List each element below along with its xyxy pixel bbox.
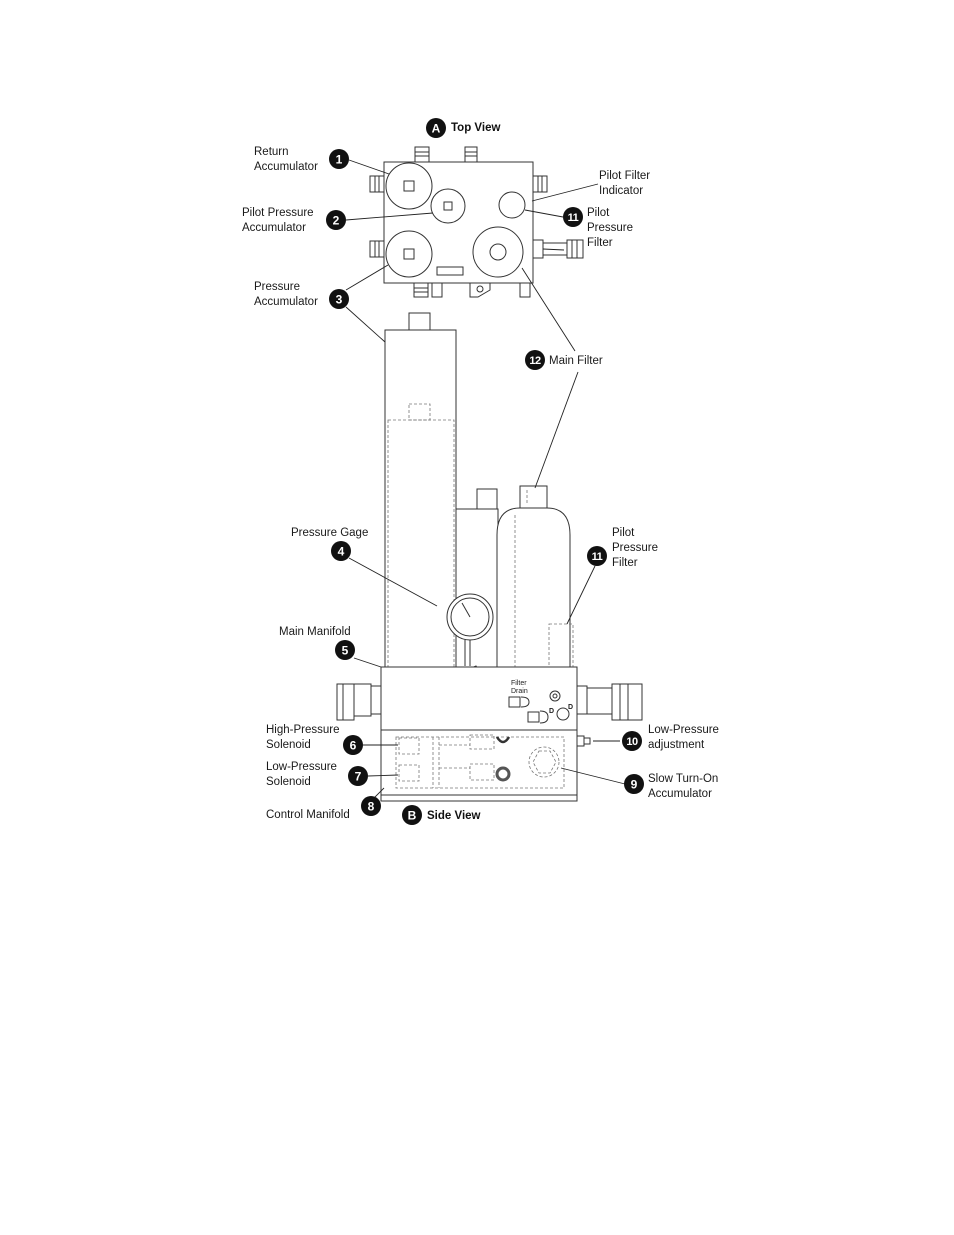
callout-7-line-2: Solenoid — [266, 776, 311, 788]
callout-1-line-2: Accumulator — [254, 161, 318, 173]
pilot-filter-indicator-line-1: Pilot Filter — [599, 170, 650, 182]
callout-3-line-2: Accumulator — [254, 296, 318, 308]
callout-10-number: 10 — [626, 736, 638, 748]
callout-4-number: 4 — [338, 545, 345, 559]
callout-7: 7 Low-Pressure Solenoid — [266, 761, 368, 788]
callout-8-number: 8 — [368, 800, 375, 814]
callout-4-line-1: Pressure Gage — [291, 527, 368, 539]
callout-9-line-2: Accumulator — [648, 788, 712, 800]
callout-6-line-2: Solenoid — [266, 739, 311, 751]
callout-7-line-1: Low-Pressure — [266, 761, 337, 773]
view-a-letter: A — [432, 122, 441, 136]
callout-12: 12 Main Filter — [525, 350, 603, 370]
drain-mark-1: D — [549, 708, 554, 715]
view-b-title: Side View — [427, 810, 481, 822]
callout-5-number: 5 — [342, 644, 349, 658]
side-view-header: B Side View — [402, 805, 481, 825]
callout-9-line-1: Slow Turn-On — [648, 773, 718, 785]
pilot-filter-indicator-line-2: Indicator — [599, 185, 643, 197]
callout-1-line-1: Return — [254, 146, 289, 158]
callout-7-number: 7 — [355, 770, 362, 784]
callout-8-line-1: Control Manifold — [266, 809, 350, 821]
callout-6: 6 High-Pressure Solenoid — [266, 724, 363, 755]
callout-6-line-1: High-Pressure — [266, 724, 340, 736]
callout-2-number: 2 — [333, 214, 340, 228]
callout-11-top-line-3: Filter — [587, 237, 613, 249]
callout-3-line-1: Pressure — [254, 281, 300, 293]
callout-10-line-2: adjustment — [648, 739, 705, 751]
callout-3-number: 3 — [336, 293, 343, 307]
view-a-title: Top View — [451, 122, 500, 134]
filter-drain-line-1: Filter — [511, 680, 527, 687]
callout-11-side: 11 Pilot Pressure Filter — [587, 527, 658, 569]
callout-11-side-line-1: Pilot — [612, 527, 635, 539]
callout-5: 5 Main Manifold — [279, 626, 355, 660]
callout-10-line-1: Low-Pressure — [648, 724, 719, 736]
top-view-header: A Top View — [426, 118, 500, 138]
callout-11-side-number: 11 — [592, 551, 603, 563]
view-b-letter: B — [408, 809, 417, 823]
callout-2: 2 Pilot Pressure Accumulator — [242, 207, 346, 234]
callout-10: 10 Low-Pressure adjustment — [622, 724, 719, 751]
callout-4: 4 Pressure Gage — [291, 527, 368, 561]
side-view-drawing: Filter Drain D D — [336, 312, 643, 802]
drain-mark-2: D — [568, 704, 573, 711]
callout-11-side-line-3: Filter — [612, 557, 638, 569]
callout-6-number: 6 — [350, 739, 357, 753]
leader-lines — [345, 159, 626, 801]
filter-drain-line-2: Drain — [511, 688, 528, 695]
callout-8: 8 Control Manifold — [266, 796, 381, 821]
callout-12-line-1: Main Filter — [549, 355, 603, 367]
callout-11-top-line-2: Pressure — [587, 222, 633, 234]
callout-2-line-1: Pilot Pressure — [242, 207, 314, 219]
callout-11-top: 11 Pilot Pressure Filter — [563, 207, 633, 249]
top-view-drawing — [369, 146, 584, 298]
callout-11-top-number: 11 — [568, 212, 579, 224]
callout-3: 3 Pressure Accumulator — [254, 281, 349, 309]
callout-11-side-line-2: Pressure — [612, 542, 658, 554]
pilot-filter-indicator-label: Pilot Filter Indicator — [599, 170, 650, 197]
callout-1-number: 1 — [336, 153, 343, 167]
callout-12-number: 12 — [529, 355, 541, 367]
callout-5-line-1: Main Manifold — [279, 626, 351, 638]
callout-9-number: 9 — [631, 778, 638, 792]
callout-1: 1 Return Accumulator — [254, 146, 349, 173]
callout-11-top-line-1: Pilot — [587, 207, 610, 219]
callout-2-line-2: Accumulator — [242, 222, 306, 234]
callout-9: 9 Slow Turn-On Accumulator — [624, 773, 718, 800]
